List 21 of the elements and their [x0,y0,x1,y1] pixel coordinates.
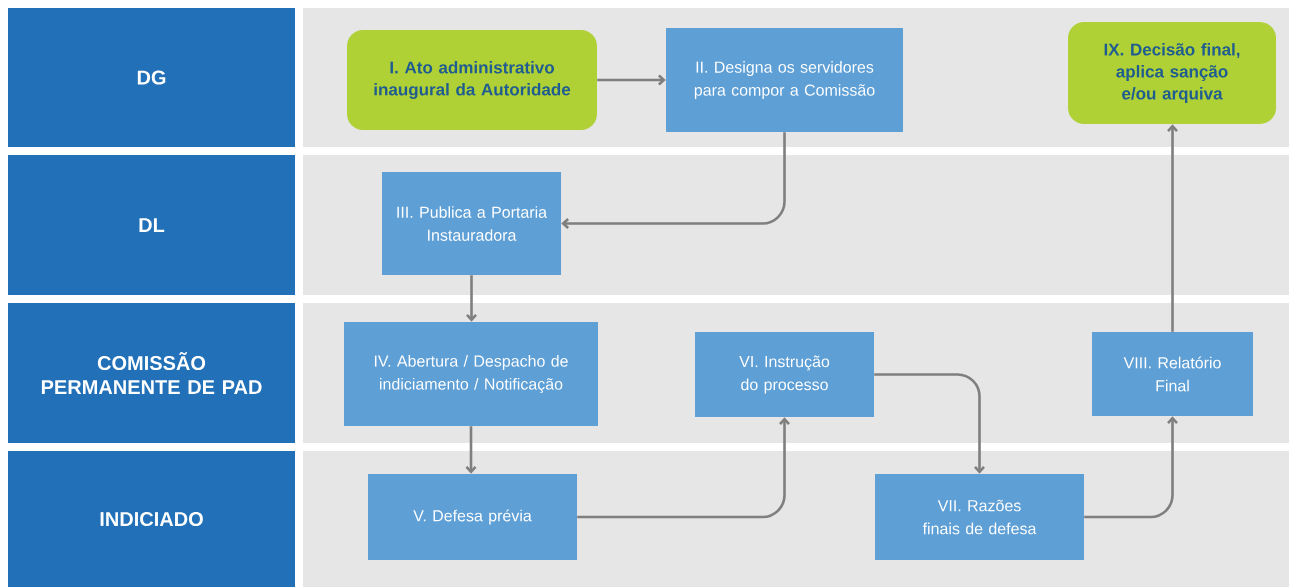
process-box: III. Publica a Portaria Instauradora [382,172,561,275]
process-box: VI. Instrução do processo [695,332,874,417]
process-box: VII. Razões finais de defesa [875,474,1084,560]
lane-header: DL [8,155,295,295]
arrow [1167,124,1178,332]
arrow [597,74,666,86]
arrow [465,426,477,474]
arrow [561,132,786,229]
lane-header: COMISSÃO PERMANENTE DE PAD [8,303,295,443]
lane-header: INDICIADO [8,451,295,587]
arrow [874,373,985,474]
lane-header: DG [8,8,295,147]
arrow [577,417,790,519]
process-box: II. Designa os servidores para compor a Comissão [666,28,903,132]
decision-box: IX. Decisão final, aplica sanção e/ou arquiva [1068,22,1276,124]
arrow [466,275,477,322]
process-box: V. Defesa prévia [368,474,577,560]
arrow [1084,416,1178,519]
decision-box: I. Ato administrativo inaugural da Autoridade [347,30,597,130]
process-box: IV. Abertura / Despacho de indiciamento / Notificação [344,322,598,426]
process-box: VIII. Relatório Final [1092,332,1253,416]
